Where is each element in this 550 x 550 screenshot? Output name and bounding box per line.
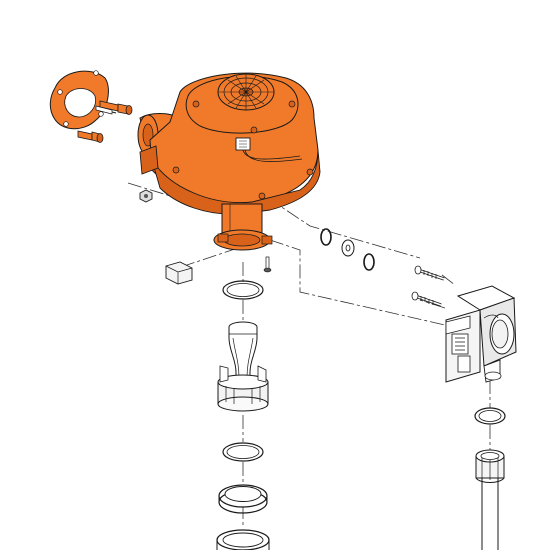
valve-screws — [411, 265, 445, 307]
screw-2 — [95, 105, 117, 115]
o-ring-seals-valve — [320, 228, 375, 271]
valve-screw-2 — [411, 291, 442, 307]
hex-nut — [139, 189, 153, 203]
fan-connector — [235, 137, 303, 162]
valve-screw-1 — [414, 265, 445, 281]
gas-pipe-connector — [475, 449, 505, 550]
fan-mounting-screws — [77, 100, 133, 143]
screw-1 — [99, 100, 133, 115]
bottom-coupling — [216, 529, 270, 550]
fan-blower-assembly — [137, 72, 321, 251]
o-ring-middle — [222, 442, 264, 462]
fan-grille — [217, 73, 275, 111]
gas-valve — [445, 285, 517, 383]
sensor-clip — [165, 261, 193, 285]
o-ring-top — [222, 280, 264, 300]
venturi-stack — [216, 280, 270, 550]
screw-3 — [77, 130, 104, 143]
small-screw — [263, 256, 272, 273]
venturi-mixer — [217, 321, 269, 412]
thick-ring — [218, 484, 268, 514]
mounting-gasket-plate — [49, 70, 109, 130]
assembly-guide-lines — [127, 182, 491, 528]
o-ring-valve-inlet — [474, 407, 506, 425]
